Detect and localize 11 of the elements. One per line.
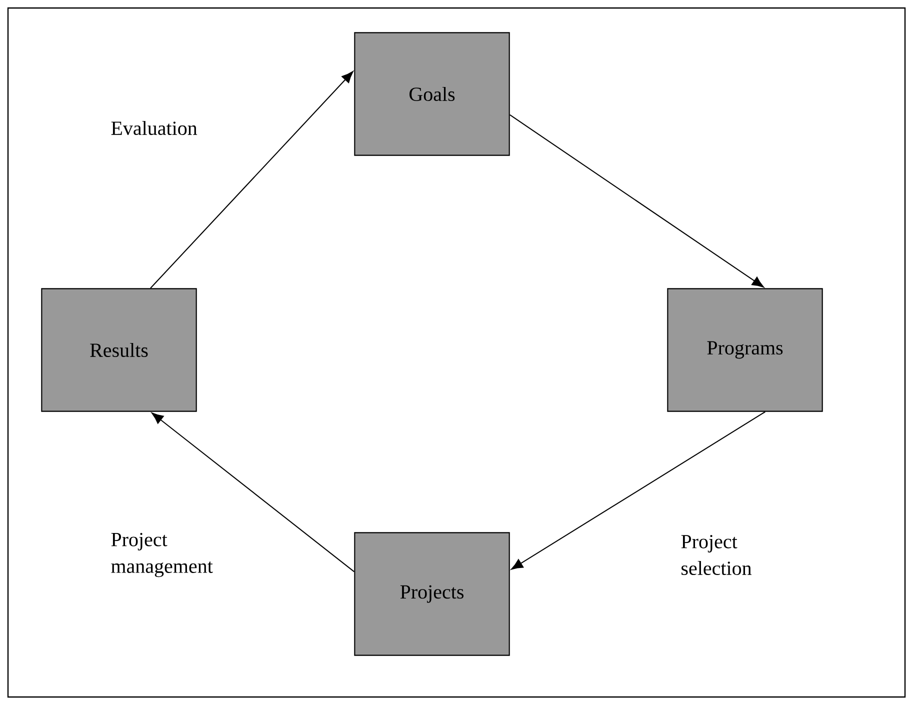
process-box: Projects [354,532,510,656]
edge-label: Evaluation [111,120,198,136]
edge-label: Project selection [681,534,752,576]
process-box: Programs [667,288,823,412]
process-box: Results [41,288,197,412]
arrow [511,411,766,570]
arrow [510,114,764,288]
process-box: Goals [354,32,510,156]
arrow [150,71,354,288]
edge-label: Project management [111,532,213,578]
arrow [152,412,354,572]
